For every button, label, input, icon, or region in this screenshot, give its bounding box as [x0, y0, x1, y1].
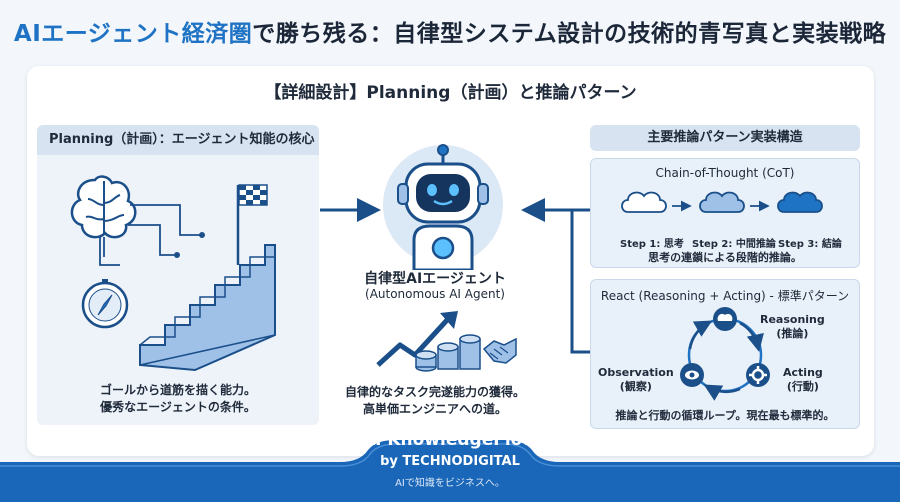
connector-react-bracket: [570, 210, 590, 354]
agent-caption-line1: 自律的なタスク完遂能力の獲得。: [344, 385, 525, 399]
thought-cloud-icon-1: [621, 191, 667, 213]
cot-step-3: Step 3: 結論: [778, 239, 842, 250]
reasoning-icon: [713, 307, 737, 331]
planning-caption-line2: 優秀なエージェントの条件。: [100, 400, 256, 414]
staircase-icon: [139, 244, 276, 372]
planning-illustration: [70, 175, 276, 372]
agent-subtitle: (Autonomous AI Agent): [365, 287, 505, 301]
footer-banner: [0, 440, 900, 502]
title-rest: で勝ち残る：自律型システム設計の技術的青写真と実装戦略: [252, 21, 887, 47]
robot-illustration: [383, 144, 503, 270]
patterns-header: 主要推論パターン実装構造: [590, 125, 860, 151]
observation-label-jp: (観察): [619, 380, 652, 393]
coin-stack-icon: [415, 334, 481, 372]
growth-arrow-icon: [376, 311, 458, 367]
cot-caption: 思考の連鎖による段階的推論。: [648, 251, 802, 264]
handshake-icon: [482, 337, 517, 364]
growth-illustration: [376, 311, 517, 372]
acting-label: Acting: [783, 366, 823, 379]
cot-title: Chain-of-Thought (CoT): [655, 166, 795, 180]
page-title: AIエージェント経済圏で勝ち残る：自律型システム設計の技術的青写真と実装戦略: [0, 14, 900, 48]
thought-cloud-icon-3: [777, 191, 823, 213]
section-subtitle: 【詳細設計】Planning（計画）と推論パターン: [264, 83, 637, 103]
planning-panel-header: Planning（計画）：エージェント知能の核心: [37, 125, 319, 155]
thought-cloud-icon-2: [699, 191, 745, 213]
cot-panel: [590, 158, 860, 268]
compass-icon: [81, 279, 129, 329]
footer-tagline: AIで知識をビジネスへ。: [395, 478, 505, 489]
react-cycle-diagram: [680, 307, 770, 401]
cot-step-2: Step 2: 中間推論: [692, 239, 776, 250]
acting-icon: [746, 363, 770, 387]
agent-name: 自律型AIエージェント: [364, 271, 506, 287]
planning-caption: ゴールから道筋を描く能力。 優秀なエージェントの条件。: [37, 382, 319, 416]
robot-icon: [397, 144, 489, 270]
acting-label-jp: (行動): [786, 380, 819, 393]
reasoning-label: Reasoning: [760, 313, 825, 326]
goal-flag-icon: [236, 184, 268, 265]
cot-step-1: Step 1: 思考: [620, 239, 684, 250]
brain-icon: [70, 175, 137, 239]
footer-brand: AI KnowledgeFlow: [361, 430, 539, 450]
observation-label: Observation: [598, 366, 674, 379]
react-title: React (Reasoning + Acting) - 標準パターン: [600, 289, 850, 303]
cot-diagram: [621, 191, 823, 213]
observation-icon: [680, 363, 704, 387]
react-caption: 推論と行動の循環ループ。現在最も標準的。: [615, 409, 835, 422]
footer-by: by TECHNODIGITAL: [380, 454, 520, 469]
react-reasoning-label: Reasoning (推論): [760, 313, 825, 341]
agent-caption: 自律的なタスク完遂能力の獲得。 高単価エンジニアへの道。: [330, 384, 540, 418]
agent-caption-line2: 高単価エンジニアへの道。: [362, 402, 507, 416]
react-acting-label: Acting (行動): [783, 366, 823, 394]
react-panel: [590, 279, 860, 429]
planning-caption-line1: ゴールから道筋を描く能力。: [99, 383, 256, 397]
react-observation-label: Observation (観察): [598, 366, 674, 394]
title-accent: AIエージェント経済圏: [13, 21, 253, 47]
reasoning-label-jp: (推論): [776, 327, 809, 340]
